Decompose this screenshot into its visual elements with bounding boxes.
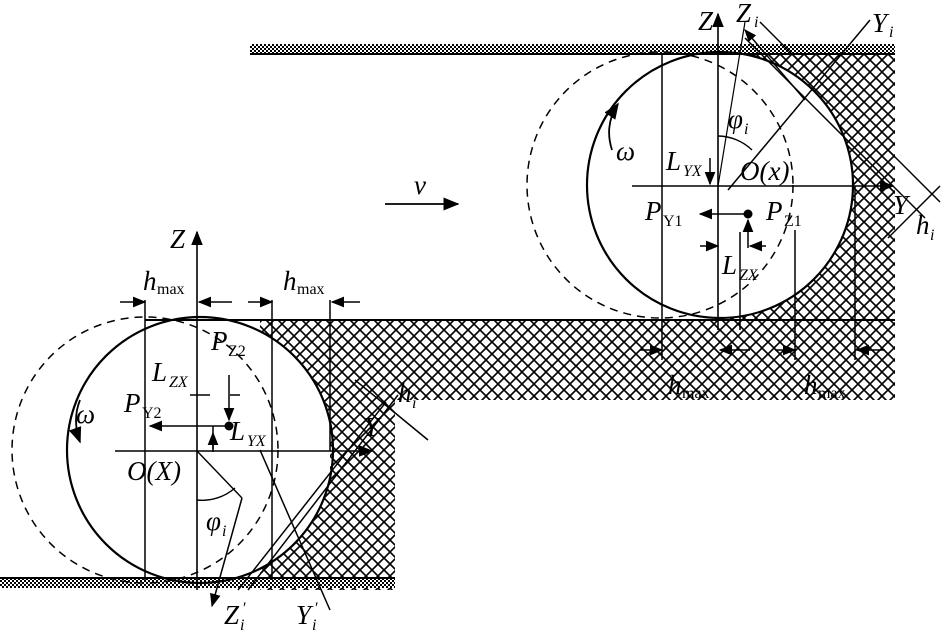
svg-text:Y1: Y1 xyxy=(663,213,683,230)
svg-text:YX: YX xyxy=(683,163,703,180)
label-top-omega: ω xyxy=(616,136,635,166)
label-bottom-omega: ω xyxy=(76,399,95,429)
label-bottom-hi: h xyxy=(398,378,412,408)
label-bottom-phi: φ xyxy=(206,506,221,536)
label-top-pz1: P xyxy=(765,196,783,226)
svg-text:Z1: Z1 xyxy=(784,213,802,230)
label-top-origin: O(x) xyxy=(740,156,789,186)
top-cutter-cleared-area xyxy=(587,52,853,318)
svg-text:max: max xyxy=(818,385,846,402)
svg-text:i: i xyxy=(889,24,893,41)
label-top-phi: φ xyxy=(728,104,743,134)
label-bottom-pz2: P xyxy=(210,326,228,356)
svg-text:i: i xyxy=(412,395,416,412)
label-bottom-z: Z xyxy=(170,224,186,254)
svg-text:′: ′ xyxy=(242,600,246,617)
label-bottom-zi-prime: Z xyxy=(224,600,240,630)
label-bottom-lyx: L xyxy=(229,416,245,446)
svg-text:i: i xyxy=(744,121,748,138)
svg-text:Y2: Y2 xyxy=(142,405,162,422)
label-top-lyx: L xyxy=(665,146,681,176)
label-velocity: v xyxy=(414,170,426,200)
label-top-hi: h xyxy=(916,210,930,240)
svg-text:i: i xyxy=(222,523,226,540)
svg-text:′: ′ xyxy=(314,600,318,617)
bottom-cutter xyxy=(11,230,429,611)
bottom-left-clear xyxy=(145,320,260,590)
label-top-hmax-left: h xyxy=(668,370,682,400)
svg-text:i: i xyxy=(930,227,934,244)
top-cutter-previous-position xyxy=(526,51,794,319)
label-top-z: Z xyxy=(698,6,714,36)
label-bottom-origin: O(X) xyxy=(127,456,181,486)
svg-text:max: max xyxy=(297,281,325,298)
bottom-cutter-circle xyxy=(65,315,335,585)
label-bottom-hmax-right: h xyxy=(283,266,297,296)
label-top-zi: Z xyxy=(736,0,752,28)
top-cutter xyxy=(526,12,941,360)
label-top-hmax-right: h xyxy=(804,370,818,400)
svg-text:ZX: ZX xyxy=(739,267,759,284)
label-bottom-yi-prime: Y xyxy=(296,600,314,630)
label-top-y: Y xyxy=(893,190,911,220)
top-cutter-circle xyxy=(585,50,855,320)
svg-text:i: i xyxy=(312,617,316,634)
svg-text:max: max xyxy=(682,385,710,402)
svg-text:ZX: ZX xyxy=(169,374,189,391)
svg-text:max: max xyxy=(157,281,185,298)
top-surface xyxy=(250,44,895,54)
svg-text:Z2: Z2 xyxy=(228,343,246,360)
label-bottom-y: Y xyxy=(364,412,382,442)
label-bottom-py2: P xyxy=(123,388,141,418)
label-top-yi: Y xyxy=(872,8,890,38)
bottom-cutter-previous-position xyxy=(11,316,279,584)
svg-text:YX: YX xyxy=(247,433,267,450)
svg-text:i: i xyxy=(754,14,758,31)
label-bottom-hmax-left: h xyxy=(143,266,157,296)
svg-text:i: i xyxy=(240,617,244,634)
label-top-lzx: L xyxy=(721,250,737,280)
label-bottom-lzx: L xyxy=(151,357,167,387)
label-top-py1: P xyxy=(644,196,662,226)
